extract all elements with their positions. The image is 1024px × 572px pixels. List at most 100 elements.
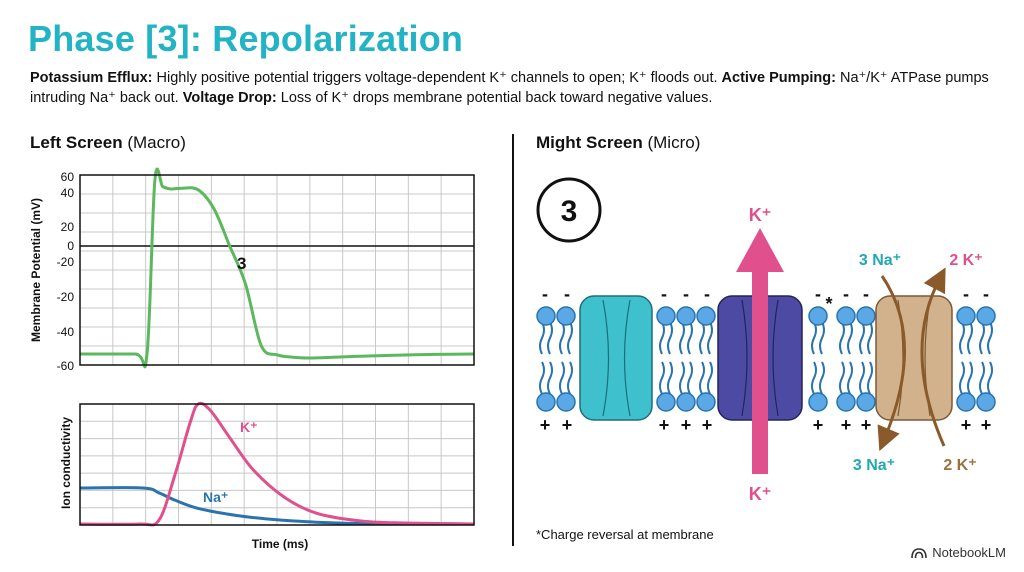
chart1-frame	[79, 174, 475, 366]
pump-na-out-arrow	[877, 275, 906, 452]
lipid-head	[556, 306, 576, 326]
left-panel-title: Left Screen (Macro)	[30, 133, 186, 153]
lipid-bilayer	[536, 306, 996, 412]
lipid-head	[836, 392, 856, 412]
outer-negative-charge: -	[564, 284, 570, 304]
phase-number: 3	[561, 195, 578, 228]
panel-divider	[512, 134, 514, 546]
pump-k-in-arrow	[920, 267, 946, 447]
right-panel-title: Might Screen (Micro)	[536, 133, 700, 153]
chart1-tick-label: -40	[57, 325, 75, 339]
pump-k-bottom-label: 2 K⁺	[943, 457, 976, 474]
chart1-tick-label: 0	[67, 239, 74, 253]
chart1-series-line	[79, 167, 475, 369]
chart1-tick-label: 40	[61, 186, 75, 200]
right-panel-title-suffix: (Micro)	[642, 133, 701, 152]
chart2-ylabel: Ion conductivity	[59, 417, 73, 509]
voltage-drop-text: Loss of K⁺ drops membrane potential back…	[276, 90, 713, 106]
na-k-pump	[875, 267, 953, 452]
charge-reversal-marker: *	[825, 294, 832, 314]
potassium-efflux-label: Potassium Efflux:	[30, 70, 153, 86]
lipid-head	[808, 306, 828, 326]
lipid-pair	[676, 306, 696, 412]
outer-negative-charge: -	[704, 284, 710, 304]
lipid-pair	[856, 306, 876, 412]
chart2-xlabel: Time (ms)	[252, 537, 308, 551]
lipid-pair	[656, 306, 676, 412]
lipid-head	[836, 306, 856, 326]
pump-na-bottom-label: 3 Na⁺	[853, 457, 895, 474]
chart1-tick-label: -20	[57, 290, 75, 304]
lipid-pair	[808, 306, 828, 412]
ion-conductivity-chart: K⁺ Na⁺ Ion conductivity Time (ms)	[59, 401, 475, 551]
inner-positive-charge: +	[702, 415, 713, 435]
membrane-charges: ----------++++++++++	[540, 284, 992, 435]
outer-negative-charge: -	[863, 284, 869, 304]
chart2-frame	[79, 403, 475, 526]
description: Potassium Efflux: Highly positive potent…	[30, 68, 1000, 108]
lipid-pair	[696, 306, 716, 412]
lipid-head	[676, 306, 696, 326]
voltage-drop-label: Voltage Drop:	[182, 90, 277, 106]
chart2-k-line	[79, 401, 475, 527]
lipid-head	[656, 306, 676, 326]
lipid-head	[696, 392, 716, 412]
outer-negative-charge: -	[963, 284, 969, 304]
chart2-k-legend: K⁺	[240, 419, 258, 435]
lipid-head	[956, 392, 976, 412]
inner-positive-charge: +	[961, 415, 972, 435]
lipid-head	[696, 306, 716, 326]
page-title: Phase [3]: Repolarization	[28, 18, 464, 59]
pump-k-top-label: 2 K⁺	[949, 252, 982, 269]
right-panel-title-bold: Might Screen	[536, 133, 643, 152]
inner-positive-charge: +	[841, 415, 852, 435]
chart2-na-line	[79, 486, 475, 526]
inner-positive-charge: +	[562, 415, 573, 435]
lipid-head	[976, 306, 996, 326]
notebooklm-logo-icon	[911, 547, 928, 558]
chart1-phase-annotation: 3	[237, 254, 246, 273]
chart1-ylabel: Membrane Potential (mV)	[29, 198, 43, 342]
inner-positive-charge: +	[659, 415, 670, 435]
lipid-head	[556, 392, 576, 412]
chart1-tick-label: 20	[61, 220, 75, 234]
lipid-pair	[956, 306, 976, 412]
lipid-head	[676, 392, 696, 412]
phase-circle	[536, 177, 602, 243]
lipid-pair	[556, 306, 576, 412]
lipid-pair	[976, 306, 996, 412]
lipid-pair	[836, 306, 856, 412]
chart2-na-legend: Na⁺	[203, 489, 228, 505]
lipid-pair	[536, 306, 556, 412]
k-top-label: K⁺	[749, 205, 772, 225]
chart1-tick-label: -20	[57, 255, 75, 269]
outer-negative-charge: -	[661, 284, 667, 304]
lipid-head	[976, 392, 996, 412]
left-panel-title-bold: Left Screen	[30, 133, 123, 152]
brand-name: NotebookLM	[932, 545, 1006, 560]
footnote: *Charge reversal at membrane	[536, 527, 714, 542]
outer-negative-charge: -	[542, 284, 548, 304]
pump-na-top-label: 3 Na⁺	[859, 252, 901, 269]
active-pumping-text: Na⁺/K⁺ ATPase pumps intruding Na⁺ back o…	[30, 70, 989, 106]
brand: NotebookLM	[911, 545, 1006, 560]
chart1-grid	[80, 175, 474, 365]
inner-positive-charge: +	[540, 415, 551, 435]
outer-negative-charge: -	[983, 284, 989, 304]
inner-positive-charge: +	[981, 415, 992, 435]
left-panel-title-suffix: (Macro)	[122, 133, 186, 152]
lipid-head	[856, 306, 876, 326]
potassium-efflux-text: Highly positive potential triggers volta…	[152, 70, 722, 86]
k-bottom-label: K⁺	[749, 484, 772, 504]
lipid-head	[856, 392, 876, 412]
lipid-head	[536, 306, 556, 326]
lipid-head	[656, 392, 676, 412]
outer-negative-charge: -	[843, 284, 849, 304]
lipid-head	[536, 392, 556, 412]
membrane-potential-chart: Membrane Potential (mV) 60 40 20 0 -20 -20 -40…	[29, 167, 475, 373]
chart1-tick-label: 60	[61, 170, 75, 184]
lipid-head	[956, 306, 976, 326]
outer-negative-charge: -	[683, 284, 689, 304]
